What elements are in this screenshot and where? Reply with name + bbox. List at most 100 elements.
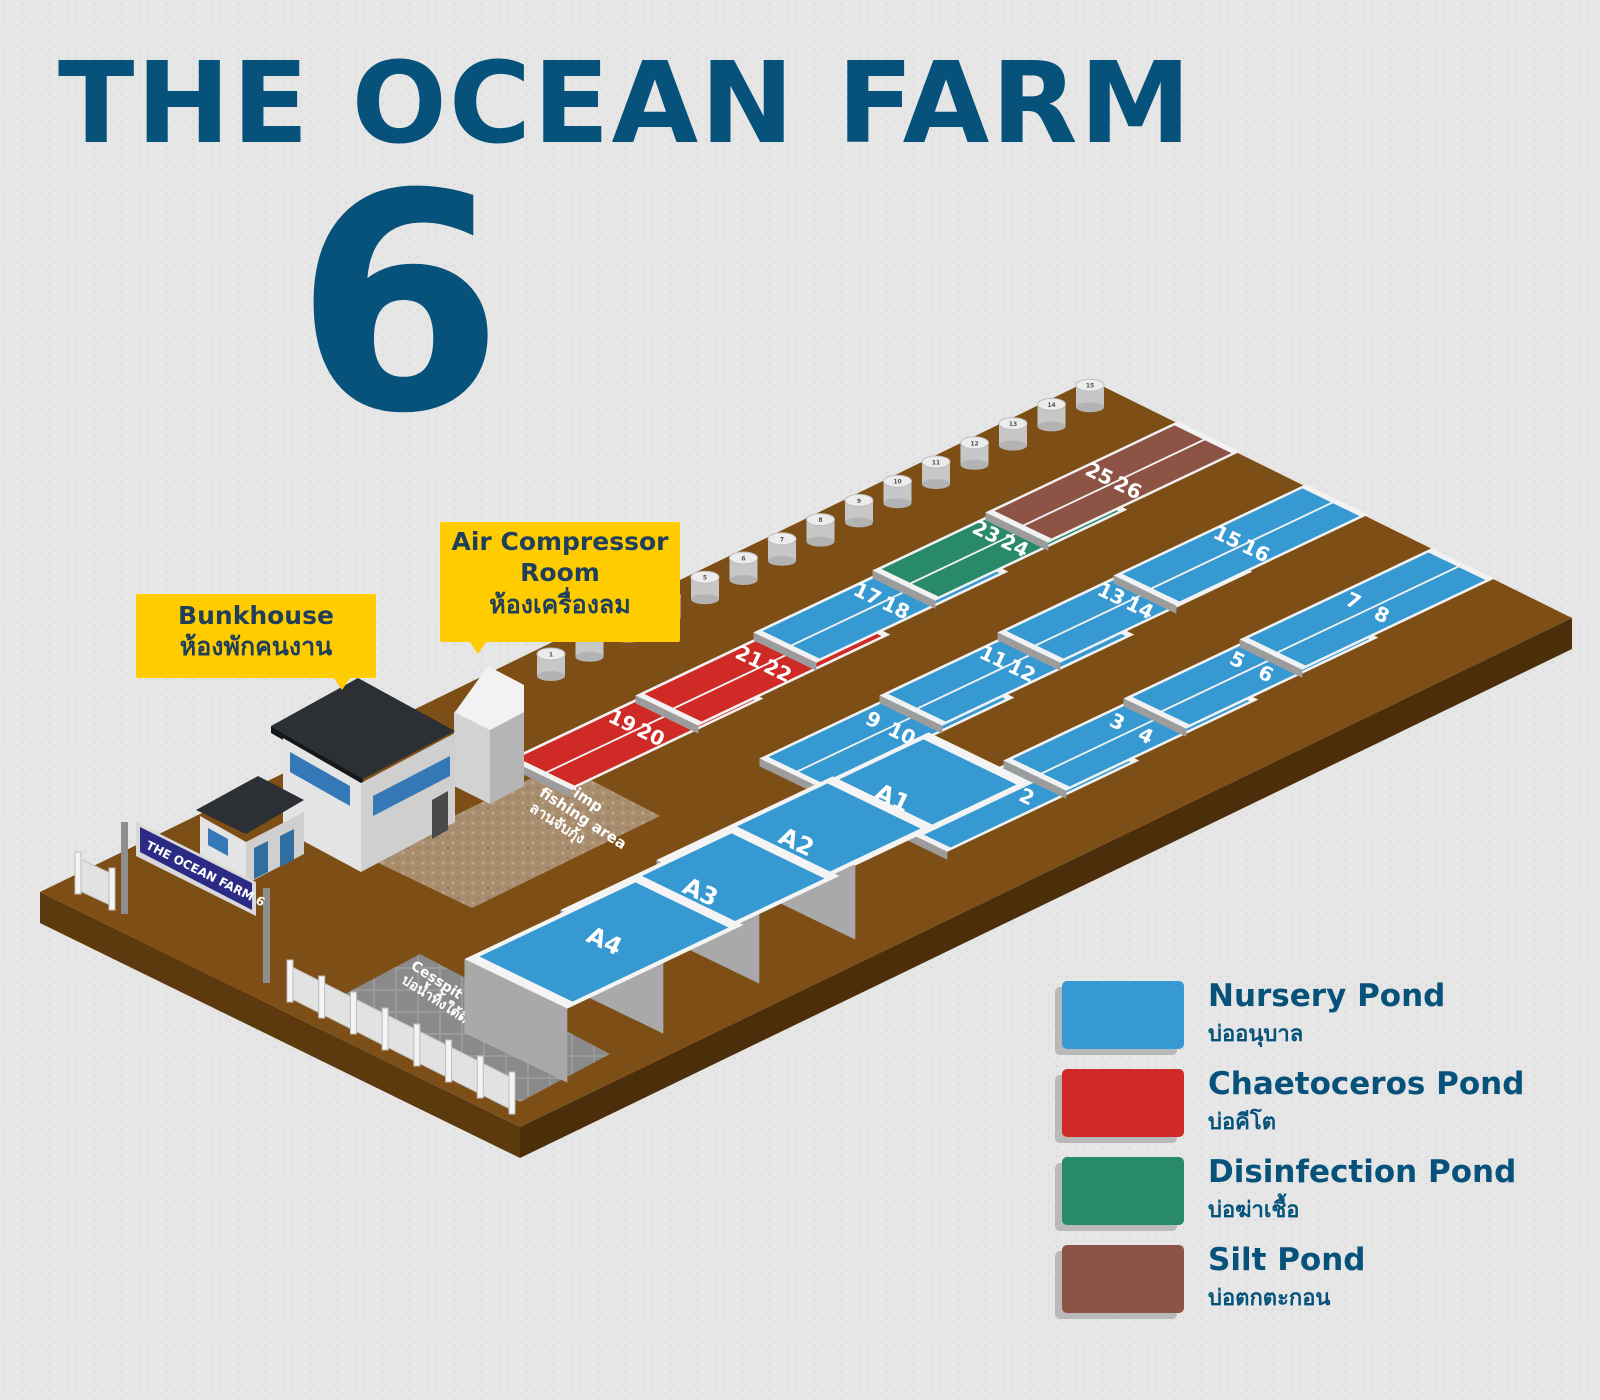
tank-label: 11	[932, 460, 940, 467]
legend-swatch	[1062, 1069, 1184, 1137]
fence-post	[445, 1039, 453, 1083]
tank-base	[883, 498, 912, 509]
pond-wall	[1003, 760, 1067, 799]
pond-wall	[879, 695, 943, 734]
pond-26	[1024, 440, 1232, 539]
tank-base	[691, 594, 719, 605]
legend-item-chaetoceros: Chaetoceros Pond บ่อคีโต	[1062, 1066, 1582, 1154]
legend-label: Silt Pond	[1208, 1242, 1366, 1278]
annex-door	[254, 841, 268, 879]
water-tank: 6	[729, 551, 758, 585]
pond-wall	[1239, 639, 1303, 678]
pond-wall	[872, 570, 936, 609]
bunkhouse-window	[373, 756, 450, 816]
shrimp-fishing-area	[368, 764, 660, 908]
air-compressor-wall	[454, 712, 490, 804]
legend-label-thai: บ่ออนุบาล	[1208, 1022, 1304, 1047]
pond-wall	[635, 695, 699, 734]
tank-top	[998, 417, 1028, 431]
pond-divider	[1151, 502, 1333, 589]
pond-wall	[985, 512, 1049, 551]
tank-top	[883, 474, 912, 488]
pond-7	[1248, 552, 1457, 652]
water-tank: 8	[806, 513, 835, 547]
tank-top	[690, 570, 720, 584]
air-compressor-roof	[455, 666, 524, 730]
water-tank: 10	[883, 474, 912, 509]
tank-label: 13	[1009, 421, 1017, 428]
tank-base	[729, 575, 758, 585]
tank-label: 8	[818, 517, 822, 524]
water-tank: 15	[1075, 378, 1105, 413]
pond-wall	[1113, 575, 1177, 614]
annex-roof	[196, 776, 304, 834]
large-pond-water	[479, 882, 729, 1002]
tank-top	[1075, 378, 1105, 392]
pond-wall	[997, 632, 1061, 671]
ground-side-left	[40, 892, 520, 1158]
bunkhouse-window	[290, 752, 350, 806]
annex-door	[280, 829, 294, 867]
tank-label: 10	[893, 479, 901, 486]
tank-label: 14	[1047, 402, 1055, 409]
tank-top	[767, 532, 797, 546]
legend-item-disinfection: Disinfection Pond บ่อฆ่าเชื้อ	[1062, 1154, 1582, 1242]
tank-top	[921, 455, 951, 469]
tank-label: 6	[741, 556, 745, 563]
page-title: THE OCEAN FARM	[58, 39, 1193, 169]
air-compressor-wall	[490, 712, 524, 804]
fence-post	[349, 991, 357, 1035]
pond-wall	[1123, 698, 1187, 737]
water-tank: 5	[690, 570, 720, 605]
fence-post	[318, 975, 326, 1019]
water-tank: 11	[921, 455, 951, 489]
bunkhouse-label: Bunkhouse	[178, 601, 334, 630]
fence-post	[286, 959, 294, 1003]
tank-label: 5	[703, 575, 707, 582]
legend-label-thai: บ่อฆ่าเชื้อ	[1208, 1198, 1300, 1223]
pond-divider	[1277, 566, 1459, 653]
tank-base	[806, 536, 835, 547]
legend-item-nursery: Nursery Pond บ่ออนุบาล	[1062, 978, 1582, 1066]
pond-25	[994, 425, 1203, 525]
tank-base	[999, 440, 1027, 451]
pond-16	[1152, 503, 1360, 602]
tank-base	[537, 671, 565, 681]
legend-swatch	[1062, 1245, 1184, 1313]
fence-post	[476, 1055, 484, 1099]
tank-top	[729, 551, 758, 565]
fence-post	[108, 867, 116, 911]
tank-base	[1037, 421, 1066, 432]
water-tank: 9	[844, 493, 874, 528]
legend: Nursery Pond บ่ออนุบาล Chaetoceros Pond …	[1062, 978, 1582, 1330]
air-compressor-label-2: Room	[520, 558, 600, 588]
bunkhouse-label-thai: ห้องพักคนงาน	[179, 632, 333, 662]
bunkhouse-door	[432, 791, 448, 839]
pond-wall	[508, 759, 572, 798]
tank-label: 12	[970, 440, 978, 447]
water-tank: 13	[998, 417, 1028, 451]
legend-label-thai: บ่อตกตะกอน	[1208, 1286, 1331, 1311]
side-fence	[74, 851, 116, 911]
large-pond-A4: A4	[464, 875, 744, 1083]
tank-top	[536, 647, 566, 661]
water-tank: 7	[767, 532, 797, 566]
legend-swatch	[1062, 1157, 1184, 1225]
pond-8	[1278, 567, 1486, 666]
legend-swatch	[1062, 981, 1184, 1049]
farm-number: 6	[295, 130, 504, 479]
legend-item-silt: Silt Pond บ่อตกตะกอน	[1062, 1242, 1582, 1330]
sign-post	[263, 888, 270, 983]
air-compressor-label: Air Compressor	[451, 527, 669, 556]
bunkhouse-roof	[271, 678, 455, 779]
tank-label: 15	[1086, 383, 1094, 390]
pond-wall	[753, 632, 817, 671]
front-fence	[286, 959, 516, 1115]
tank-base	[768, 555, 796, 566]
tank-top	[960, 436, 989, 450]
fence-post	[508, 1071, 516, 1115]
tank-base	[575, 651, 604, 662]
